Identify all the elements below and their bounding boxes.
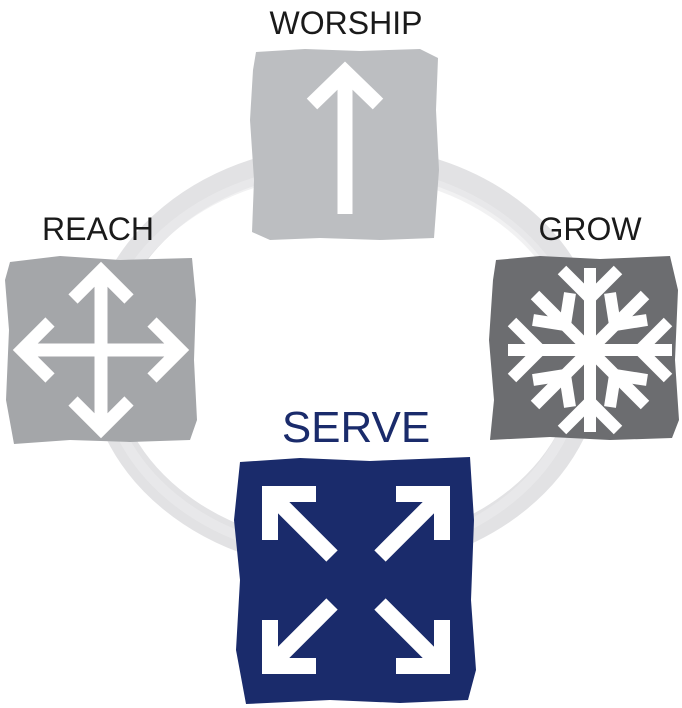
serve-node: SERVE: [234, 403, 476, 704]
grow-label: GROW: [538, 211, 642, 247]
worship-label: WORSHIP: [270, 5, 423, 41]
grow-node: GROW: [489, 211, 679, 440]
diagonal-arrows-outward-icon: [262, 486, 450, 674]
worship-node: WORSHIP: [250, 5, 439, 240]
reach-node: REACH: [5, 211, 197, 444]
reach-label: REACH: [42, 211, 154, 247]
arrow-up-icon: [306, 61, 384, 214]
arrows-outward-icon: [12, 261, 190, 439]
arrows-inward-icon: [507, 265, 673, 435]
serve-label: SERVE: [282, 403, 430, 452]
